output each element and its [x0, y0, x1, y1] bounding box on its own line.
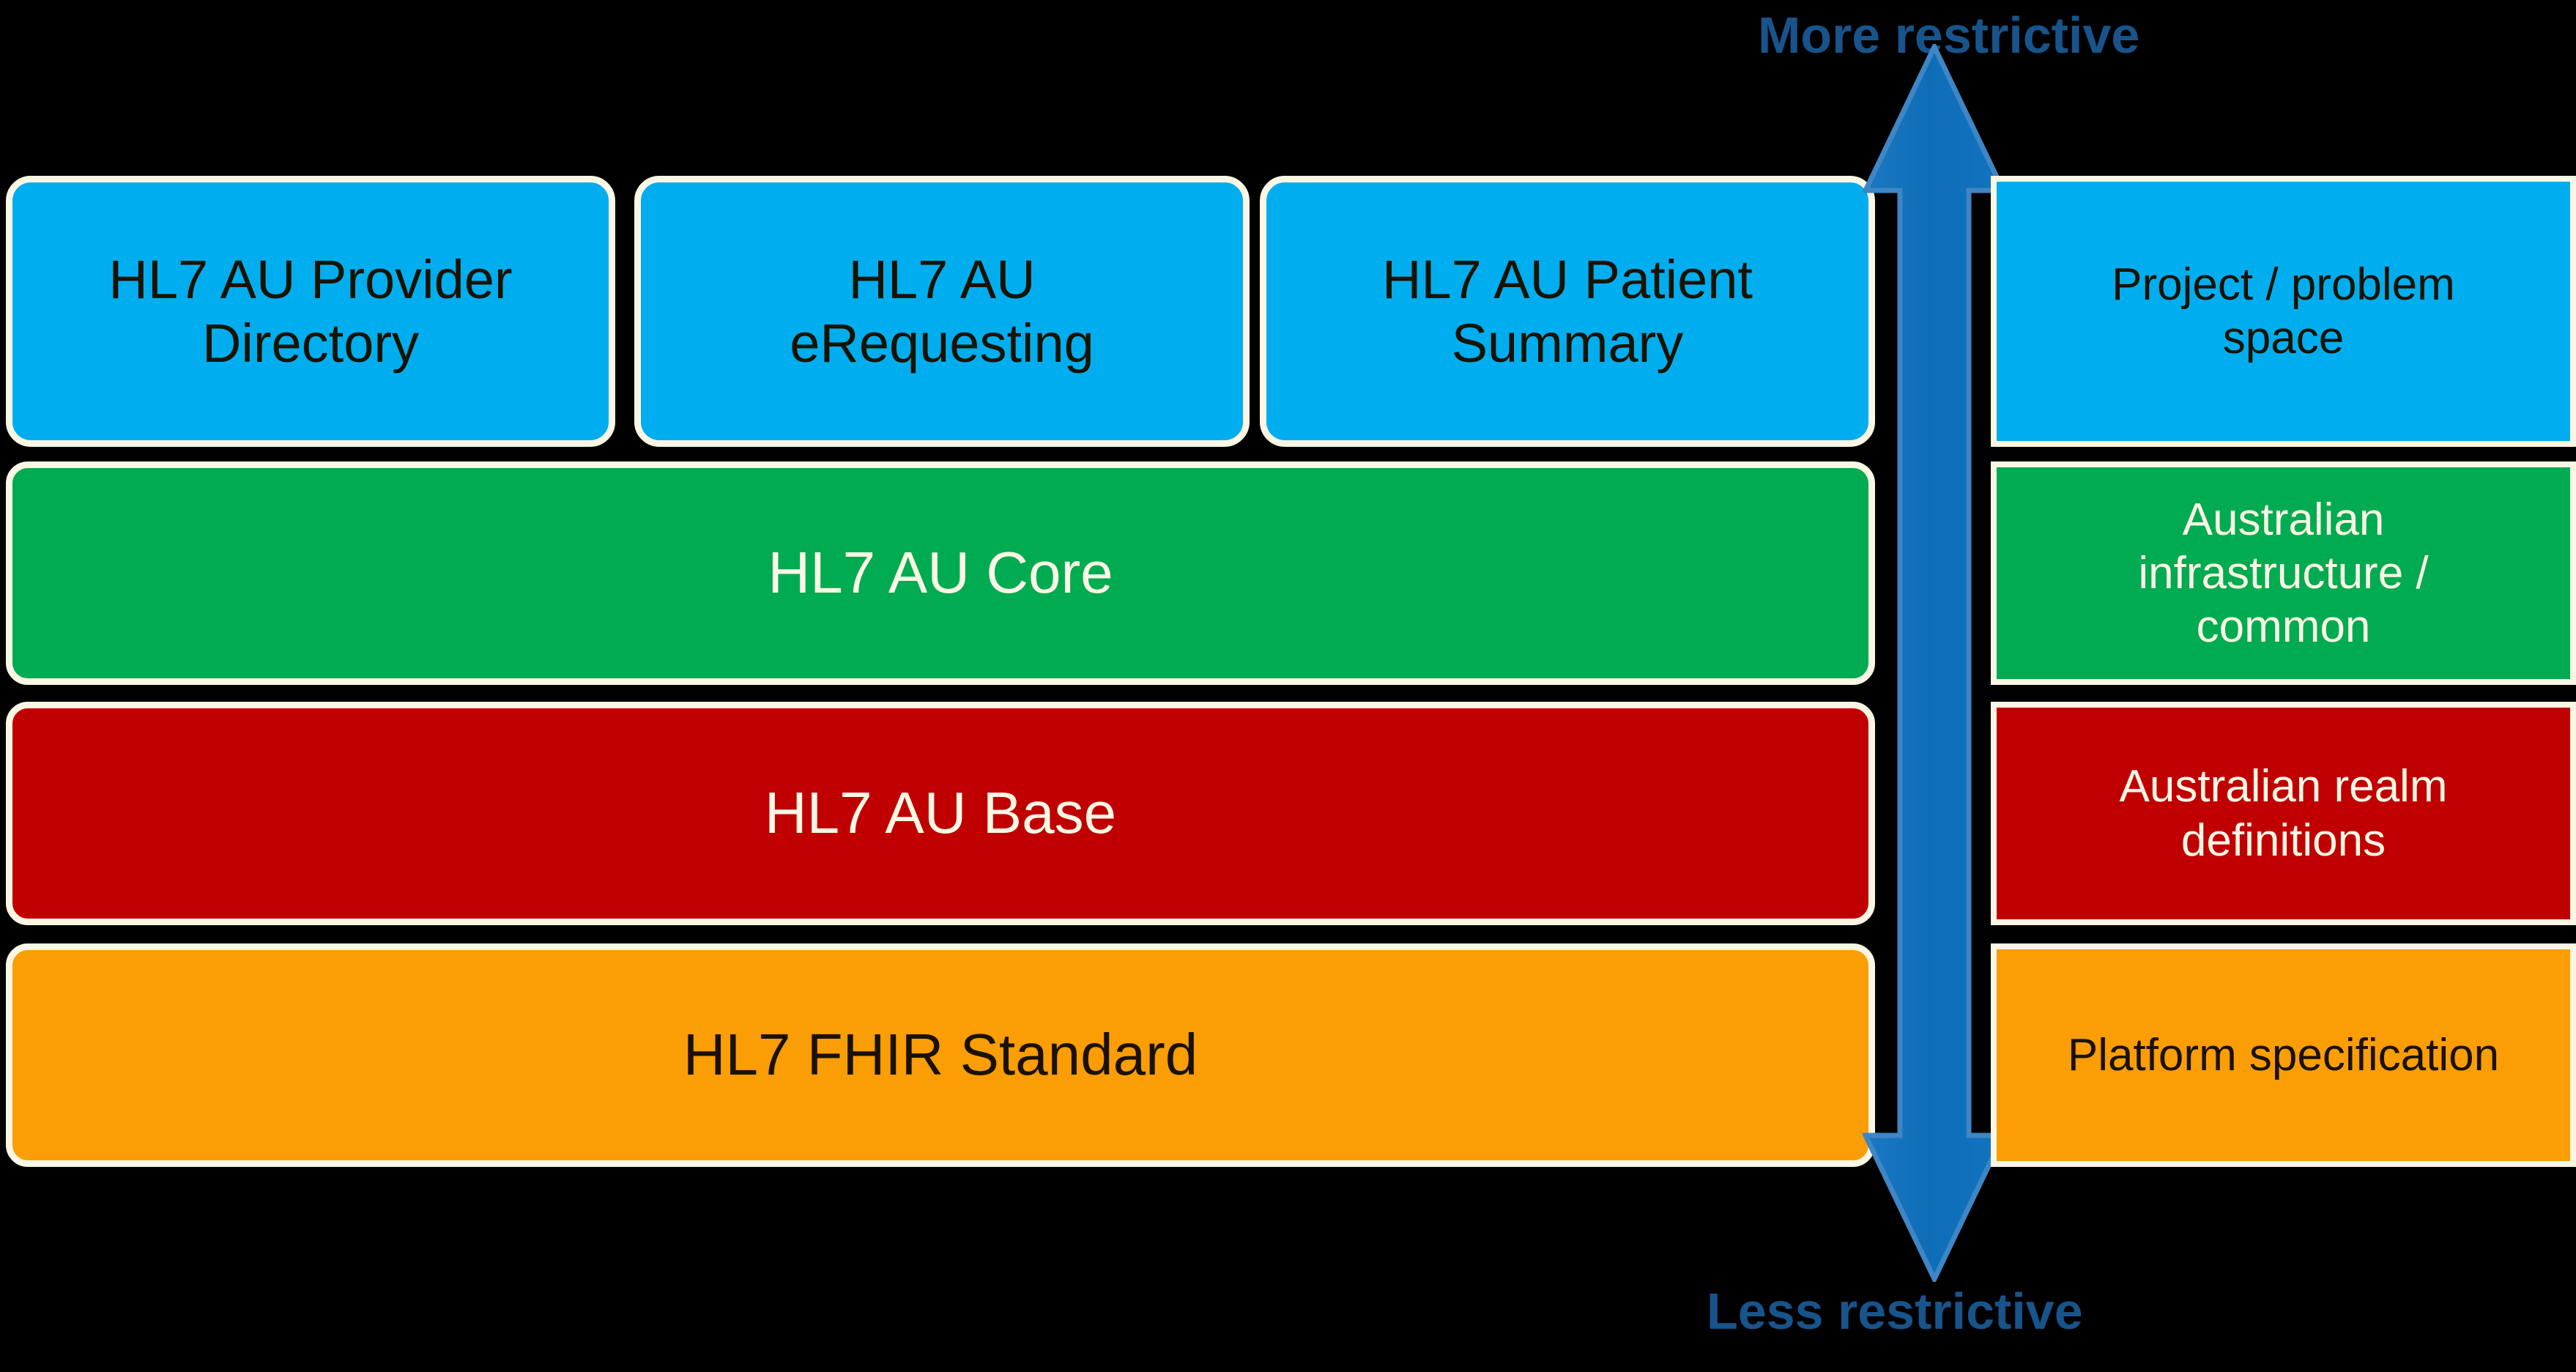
stack-box-hl7-au-erequesting[interactable]: HL7 AU eRequesting [634, 176, 1250, 447]
legend-item-label: Project / problem space [2112, 259, 2455, 363]
legend-item-australian-infrastructure-common[interactable]: Australian infrastructure / common [1991, 461, 2576, 685]
legend-item-label: Australian infrastructure / common [2138, 494, 2429, 653]
legend-item-project-problem-space[interactable]: Project / problem space [1991, 176, 2576, 447]
legend-item-platform-specification[interactable]: Platform specification [1991, 943, 2576, 1167]
legend-item-australian-realm-definitions[interactable]: Australian realm definitions [1991, 702, 2576, 925]
legend-item-label: Australian realm definitions [2119, 761, 2448, 866]
stack-bar-label: HL7 AU Base [764, 780, 1117, 846]
stack-bar-label: HL7 FHIR Standard [683, 1022, 1198, 1088]
stack-box-label: HL7 AU eRequesting [790, 248, 1094, 374]
stack-box-label: HL7 AU Provider Directory [108, 248, 513, 374]
stack-box-label: HL7 AU Patient Summary [1382, 248, 1753, 374]
axis-label-more-restrictive: More restrictive [1758, 7, 2140, 64]
stack-bar-label: HL7 AU Core [768, 540, 1113, 606]
axis-label-less-restrictive: Less restrictive [1707, 1283, 2083, 1340]
stack-bar-hl7-au-core[interactable]: HL7 AU Core [6, 461, 1875, 685]
stack-box-hl7-au-provider-directory[interactable]: HL7 AU Provider Directory [6, 176, 615, 447]
stack-bar-hl7-fhir-standard[interactable]: HL7 FHIR Standard [6, 943, 1875, 1167]
stack-bar-hl7-au-base[interactable]: HL7 AU Base [6, 702, 1875, 925]
restrictiveness-arrow [1863, 44, 2006, 1282]
legend-item-label: Platform specification [2067, 1029, 2500, 1080]
stack-box-hl7-au-patient-summary[interactable]: HL7 AU Patient Summary [1260, 176, 1875, 447]
